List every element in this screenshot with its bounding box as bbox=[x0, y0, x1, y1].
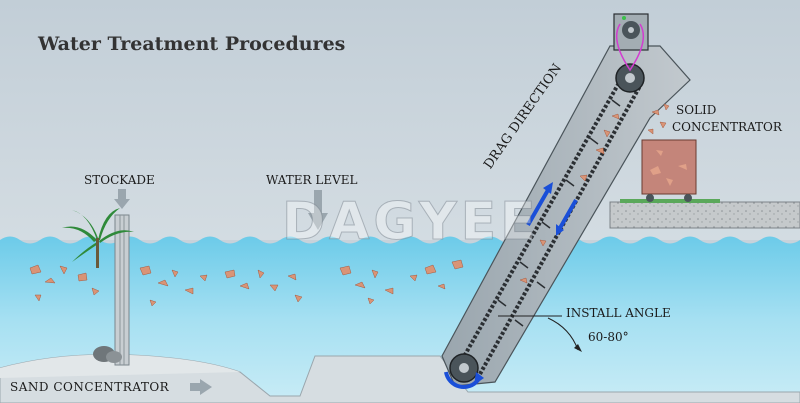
rake-teeth bbox=[497, 99, 621, 327]
drag-arrow-lower-head bbox=[556, 224, 564, 236]
stockade-arrow bbox=[118, 189, 126, 199]
water-level-arrow bbox=[314, 190, 322, 214]
top-sprocket-hub bbox=[625, 73, 635, 83]
stockade-label: STOCKADE bbox=[84, 173, 155, 187]
concrete-platform bbox=[609, 201, 800, 229]
drive-indicator-icon bbox=[615, 23, 645, 72]
watermark: DAGYEE bbox=[282, 192, 540, 252]
water-level-arrow-head bbox=[308, 213, 328, 230]
drag-arrow-upper bbox=[526, 189, 550, 226]
install-angle-arrow-head bbox=[574, 344, 582, 352]
chain-debris bbox=[519, 113, 620, 284]
bar-screen-machine bbox=[441, 13, 691, 389]
water-body bbox=[0, 236, 800, 403]
rotate-arrow-head bbox=[474, 372, 484, 385]
stockade-arrow-head bbox=[114, 199, 130, 209]
angle-range-label: 60-80° bbox=[588, 330, 629, 344]
falling-debris bbox=[647, 103, 670, 135]
debris-particles bbox=[29, 259, 464, 307]
drive-motor-hub bbox=[628, 27, 634, 33]
drive-indicator-dot bbox=[622, 16, 626, 20]
page-title: Water Treatment Procedures bbox=[38, 33, 346, 55]
rocks bbox=[93, 346, 122, 363]
sand-mound bbox=[0, 354, 240, 378]
stockade-pole bbox=[114, 214, 130, 366]
platform-rail bbox=[620, 199, 720, 203]
sand-arrow-icon bbox=[190, 379, 212, 395]
water-level-label: WATER LEVEL bbox=[266, 173, 358, 187]
solid-concentrator-box bbox=[641, 139, 697, 202]
solid-concentrator-label-2: CONCENTRATOR bbox=[672, 120, 782, 134]
install-angle-label: INSTALL ANGLE bbox=[566, 306, 671, 320]
drag-arrow-upper-head bbox=[543, 182, 553, 194]
solid-concentrator-label: SOLID bbox=[676, 103, 717, 117]
bottom-sprocket-hub bbox=[459, 363, 469, 373]
palm-plant-icon bbox=[62, 208, 134, 268]
drag-arrow-lower bbox=[558, 199, 578, 229]
sand-concentrator-label: SAND CONCENTRATOR bbox=[10, 380, 170, 394]
